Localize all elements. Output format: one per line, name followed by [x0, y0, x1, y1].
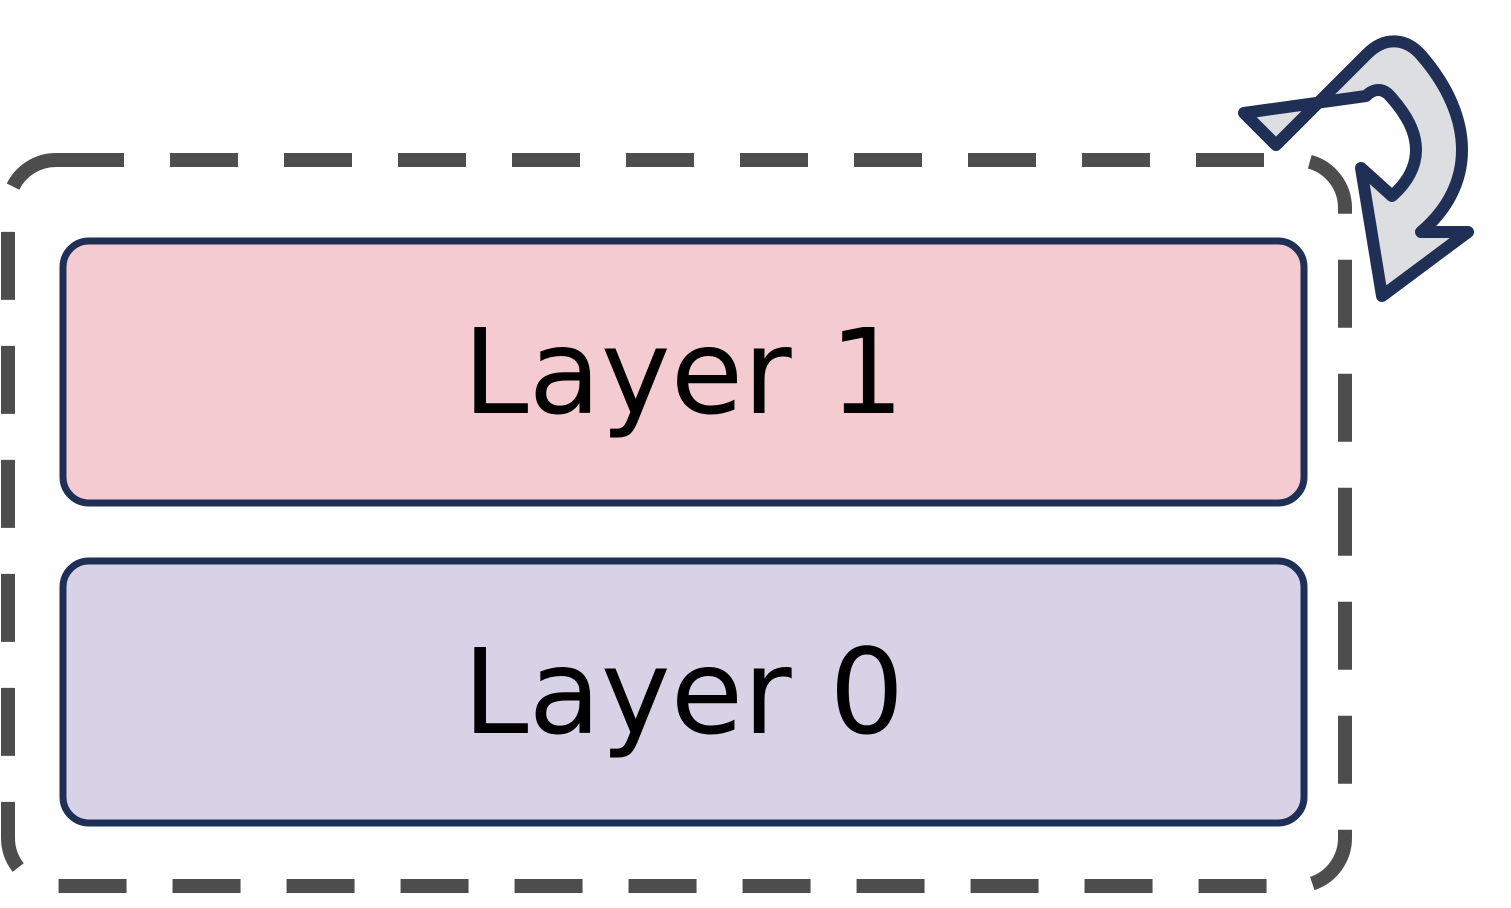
dashed-group-container: [1, 153, 1352, 893]
loop-back-arrow-icon: [1238, 35, 1474, 302]
layer-box-layer-1[interactable]: [59, 237, 1308, 507]
layer-box-layer-0[interactable]: [59, 557, 1308, 827]
